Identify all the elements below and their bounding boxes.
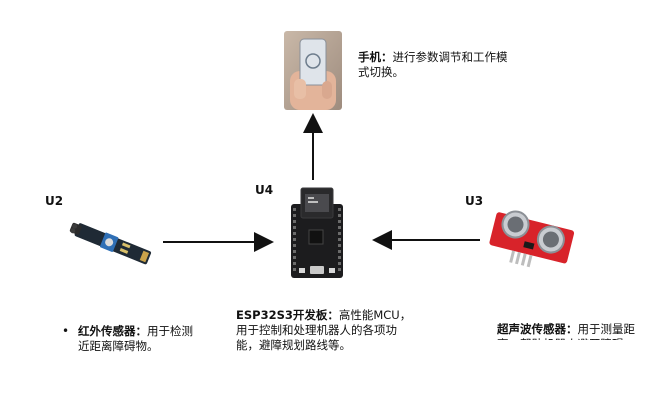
phone-description: 手机：进行参数调节和工作模式切换。 bbox=[358, 50, 518, 80]
ultrasonic-title: 超声波传感器： bbox=[497, 322, 578, 336]
ultrasonic-text: 用于测量距离，帮助机器人避开障碍 bbox=[497, 322, 635, 340]
esp32-description: ESP32S3开发板：高性能MCU，用于控制和处理机器人的各项功能，避障规划路线… bbox=[236, 308, 416, 353]
ir-sensor-title: 红外传感器： bbox=[78, 324, 147, 338]
ultrasonic-description: 超声波传感器：用于测量距离，帮助机器人避开障碍 bbox=[497, 322, 647, 340]
phone-text: 进行参数调节和工作模式切换。 bbox=[358, 50, 508, 79]
phone-title: 手机： bbox=[358, 50, 393, 64]
ir-sensor-text: 用于检测近距离障碍物。 bbox=[78, 324, 193, 353]
ir-sensor-image bbox=[66, 218, 156, 268]
esp32-board-image bbox=[289, 186, 345, 280]
ultrasonic-image bbox=[485, 205, 579, 277]
esp32-unit-label: U4 bbox=[255, 183, 274, 197]
ir-sensor-description: 红外传感器：用于检测近距离障碍物。 bbox=[62, 324, 196, 354]
ultrasonic-unit-label: U3 bbox=[465, 194, 484, 208]
phone-image bbox=[284, 31, 342, 110]
ir-sensor-unit-label: U2 bbox=[45, 194, 64, 208]
esp32-text: 高性能MCU，用于控制和处理机器人的各项功能，避障规划路线等。 bbox=[236, 308, 412, 352]
esp32-title: ESP32S3开发板： bbox=[236, 308, 339, 322]
